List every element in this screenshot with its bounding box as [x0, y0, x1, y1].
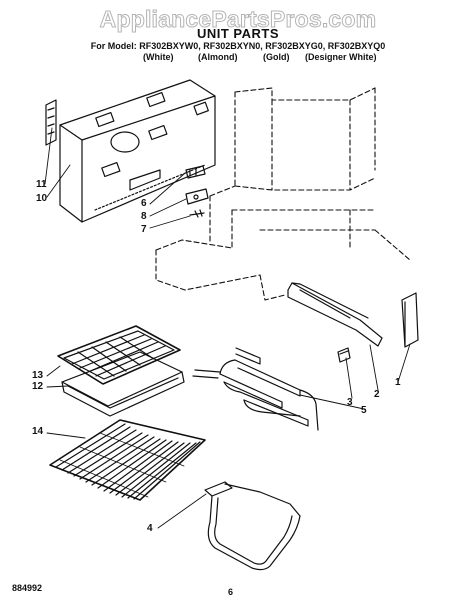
callout-3: 3 — [347, 397, 353, 408]
screw-7 — [189, 209, 205, 218]
bracket-8 — [185, 188, 209, 205]
watermark: AppliancePartsPros.com — [99, 6, 377, 33]
variant-designer-white: (Designer White) — [305, 52, 377, 62]
leader-lines — [44, 127, 411, 529]
terminal-block-6 — [185, 165, 206, 179]
callout-5: 5 — [361, 405, 367, 416]
model-list: For Model: RF302BXYW0, RF302BXYN0, RF302… — [90, 41, 386, 51]
callout-4: 4 — [147, 523, 153, 534]
bake-element — [204, 481, 301, 571]
oven-rack — [49, 419, 206, 501]
variant-white: (White) — [143, 52, 174, 62]
panel-gasket-strip — [45, 99, 57, 146]
callout-11: 11 — [36, 179, 47, 190]
page-number: 6 — [228, 587, 234, 597]
back-panel — [59, 79, 216, 223]
callout-2: 2 — [374, 389, 380, 400]
document-number: 884992 — [12, 583, 43, 593]
callout-1: 1 — [395, 377, 401, 388]
callout-6: 6 — [141, 198, 147, 209]
side-rail — [287, 282, 383, 347]
callout-13: 13 — [32, 370, 44, 381]
callout-10: 10 — [36, 193, 48, 204]
callout-14: 14 — [32, 426, 44, 437]
rail-end-cap-1 — [401, 292, 419, 348]
callout-8: 8 — [141, 211, 147, 222]
broil-pan — [61, 351, 185, 417]
variant-almond: (Almond) — [198, 52, 238, 62]
broil-pan-grid — [57, 325, 181, 385]
callout-12: 12 — [32, 381, 44, 392]
broil-element — [192, 347, 319, 431]
oven-cavity-outline — [155, 87, 411, 301]
callout-7: 7 — [141, 224, 147, 235]
clip-3 — [337, 347, 351, 363]
variant-gold: (Gold) — [263, 52, 290, 62]
page-title: UNIT PARTS — [196, 26, 280, 41]
